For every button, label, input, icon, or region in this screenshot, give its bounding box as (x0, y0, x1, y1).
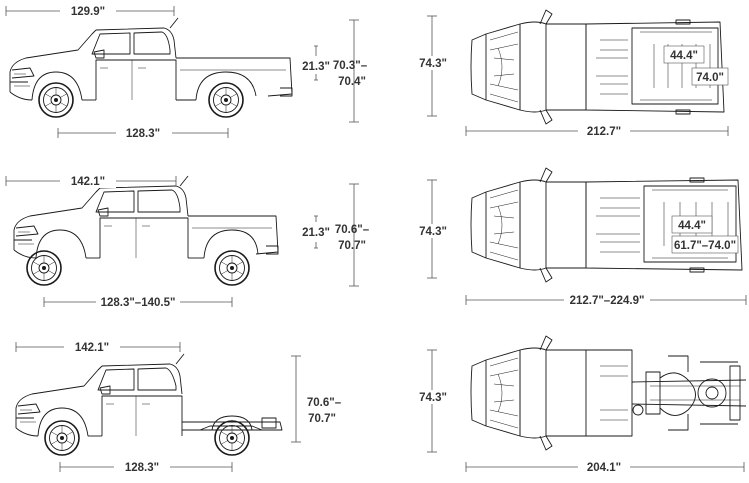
height-label-1: 70.3"– (333, 60, 368, 72)
width-label: 74.3" (419, 58, 447, 70)
height-label-2: 70.4" (338, 76, 366, 88)
height-label-1: 70.6"– (335, 224, 370, 236)
height-label-2: 70.7" (338, 240, 366, 252)
height-label-1: 70.6"– (307, 397, 342, 409)
top-view-truck (470, 335, 747, 451)
row-chassis-cab: 142.1" 128.3" 70.6"– 70.7" (15, 335, 747, 475)
overall-length-label: 142.1" (71, 176, 105, 188)
height-label-2: 70.7" (308, 413, 336, 425)
row-crew-cab: 142.1" 128.3"–140.5" 21.3" 70.6"– 70.7" … (5, 167, 747, 310)
clearance-label: 21.3" (302, 227, 330, 239)
overall-length-label: 129.9" (71, 6, 105, 18)
bed-length-label: 74.0" (696, 72, 724, 84)
wheelbase-label: 128.3"–140.5" (101, 297, 176, 309)
length-label: 204.1" (587, 462, 621, 474)
side-view-truck (15, 353, 283, 456)
bed-width-label: 44.4" (670, 50, 698, 62)
length-label: 212.7"–224.9" (570, 295, 645, 307)
clearance-label: 21.3" (302, 61, 330, 73)
top-view-truck (470, 9, 725, 125)
row-extended-cab-long-box: 129.9" 128.3" 21.3" 70.3"– 70.4" (5, 3, 729, 141)
bed-width-label: 44.4" (678, 220, 706, 232)
width-label: 74.3" (419, 226, 447, 238)
overall-length-label: 142.1" (75, 342, 109, 354)
width-label: 74.3" (419, 392, 447, 404)
length-label: 212.7" (587, 126, 621, 138)
wheelbase-label: 128.3" (126, 128, 160, 140)
side-view-truck (9, 17, 293, 118)
wheelbase-label: 128.3" (125, 462, 159, 474)
bed-length-label: 61.7"–74.0" (674, 240, 736, 252)
side-view-truck (13, 175, 279, 286)
